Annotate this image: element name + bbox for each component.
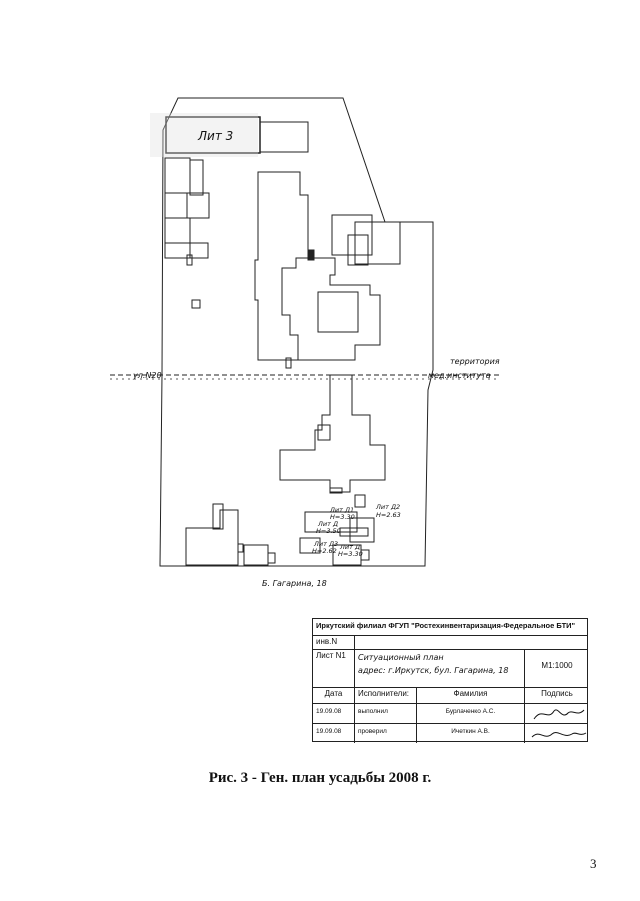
stamp-header-signature: Подпись [541,689,573,698]
annotation-h-d: Н=3.50 [316,527,341,535]
figure-caption: Рис. 3 - Ген. план усадьбы 2008 г. [208,770,432,786]
stamp-row2-signature [525,723,589,743]
stamp-header-date: Дата [313,687,355,703]
title-block: Иркутский филиал ФГУП "Ростехинвентариза… [312,618,589,743]
stamp-row2-name: Ичеткин А.В. [417,723,525,743]
stamp-scale: М1:1000 [541,661,573,670]
territory-label-line1: территория [450,357,500,366]
site-boundary [159,97,434,567]
annotation-h-d1: Н=3.30 [330,513,355,521]
annotation-h-d3: Н=2.62 [312,547,337,555]
lit3-label: Лит 3 [197,129,233,143]
annotation-h-d-2: Н=3.30 [338,550,363,558]
stamp-row1-signature [525,703,589,723]
annotation-lit-d1: Лит Д1 [329,506,354,514]
stamp-org: Иркутский филиал ФГУП "Ростехинвентариза… [316,621,576,630]
signature-mark [531,732,587,738]
stamp-sheet: Лист N1 [313,649,355,687]
page-number: 3 [590,856,597,871]
stamp-header-surname: Фамилия [417,687,525,703]
stamp-row1-role: выполнил [355,703,417,723]
signature-mark [533,709,585,720]
annotation-lit-d: Лит Д [317,520,338,528]
boulevard-label: Б. Гагарина, 18 [262,579,327,588]
stamp-row2-role: проверил [355,723,417,743]
stamp-row1-name: Бурлаченко А.С. [417,703,525,723]
stamp-row2-date: 19.09.08 [313,723,355,743]
main-building [254,171,309,361]
stamp-header-executors: Исполнители: [355,687,417,703]
territory-label-line2: мед.института [428,371,491,380]
site-plan-drawing: Лит 3 ул.N20 территория мед.института Б.… [110,97,500,588]
annotation-lit-d2: Лит Д2 [375,503,400,511]
street-left-label: ул.N20 [132,371,162,380]
stamp-inv: инв.N [313,635,355,649]
annotation-h-d2: Н=2.63 [376,511,401,519]
lower-building [279,374,386,493]
annotation-lit-d-2: Лит Д [339,543,360,551]
annotation-lit-d3: Лит Д3 [313,540,338,548]
stamp-title-line2: адрес: г.Иркутск, бул. Гагарина, 18 [358,666,509,675]
stamp-row1-date: 19.09.08 [313,703,355,723]
stamp-title-line1: Ситуационный план [358,653,444,662]
